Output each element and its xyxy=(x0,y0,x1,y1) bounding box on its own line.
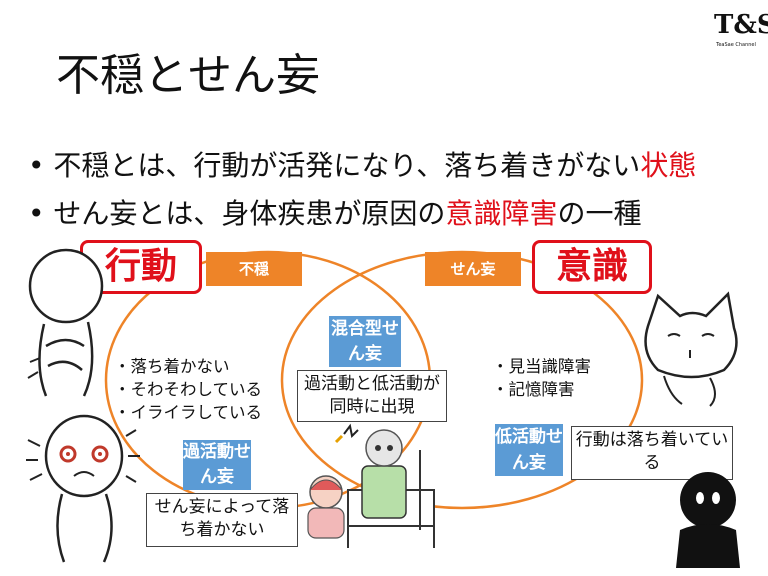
hypoactive-desc: 行動は落ち着いている xyxy=(571,426,733,480)
patient-in-bed-illustration xyxy=(307,423,435,548)
fuon-label: 不穏 xyxy=(206,252,302,286)
bullet-marker: • xyxy=(28,149,45,182)
list-item: ・そわそわしている xyxy=(114,380,263,399)
mixed-type-text: 混合型せん妄 xyxy=(331,319,399,364)
hyperactive-text: 過活動せん妄 xyxy=(183,442,251,487)
list-item: ・見当識障害 xyxy=(492,357,591,376)
senmou-label: せん妄 xyxy=(425,252,521,286)
logo-subtext: TeaSae Channel xyxy=(716,42,756,48)
consciousness-label: 意識 xyxy=(532,240,652,294)
hypoactive-text: 低活動せん妄 xyxy=(495,427,563,473)
bullet-text: 不穏とは、行動が活発になり、落ち着きがない xyxy=(53,149,641,182)
senmou-list: ・見当識障害 ・記憶障害 xyxy=(492,355,591,401)
mixed-type-desc: 過活動と低活動が同時に出現 xyxy=(297,370,447,422)
crouching-figure-illustration xyxy=(27,248,104,397)
mixed-type-label: 混合型せん妄 xyxy=(329,316,401,367)
bullet-text: せん妄とは、身体疾患が原因の xyxy=(53,197,446,230)
bullet-marker: • xyxy=(28,197,45,230)
list-item: ・落ち着かない xyxy=(114,357,230,376)
slide-title: 不穏とせん妄 xyxy=(56,50,320,101)
dark-figure-illustration xyxy=(676,472,740,568)
hypoactive-label: 低活動せん妄 xyxy=(495,424,563,476)
fuon-list: ・落ち着かない ・そわそわしている ・イライラしている xyxy=(114,355,262,424)
list-item: ・記憶障害 xyxy=(492,380,575,399)
hyperactive-label: 過活動せん妄 xyxy=(183,440,251,490)
list-item: ・イライラしている xyxy=(114,403,263,422)
bullet-senmou: • せん妄とは、身体疾患が原因の意識障害の一種 xyxy=(28,196,641,232)
bullet-fuon: • 不穏とは、行動が活発になり、落ち着きがない状態 xyxy=(28,148,696,184)
agitated-figure-illustration xyxy=(26,414,140,563)
hyperactive-desc: せん妄によって落ち着かない xyxy=(146,493,298,547)
bullet-suffix: の一種 xyxy=(557,197,642,230)
cat-figure-illustration xyxy=(644,291,738,407)
bullet-highlight: 意識障害 xyxy=(445,197,558,230)
bullet-highlight: 状態 xyxy=(640,149,697,182)
